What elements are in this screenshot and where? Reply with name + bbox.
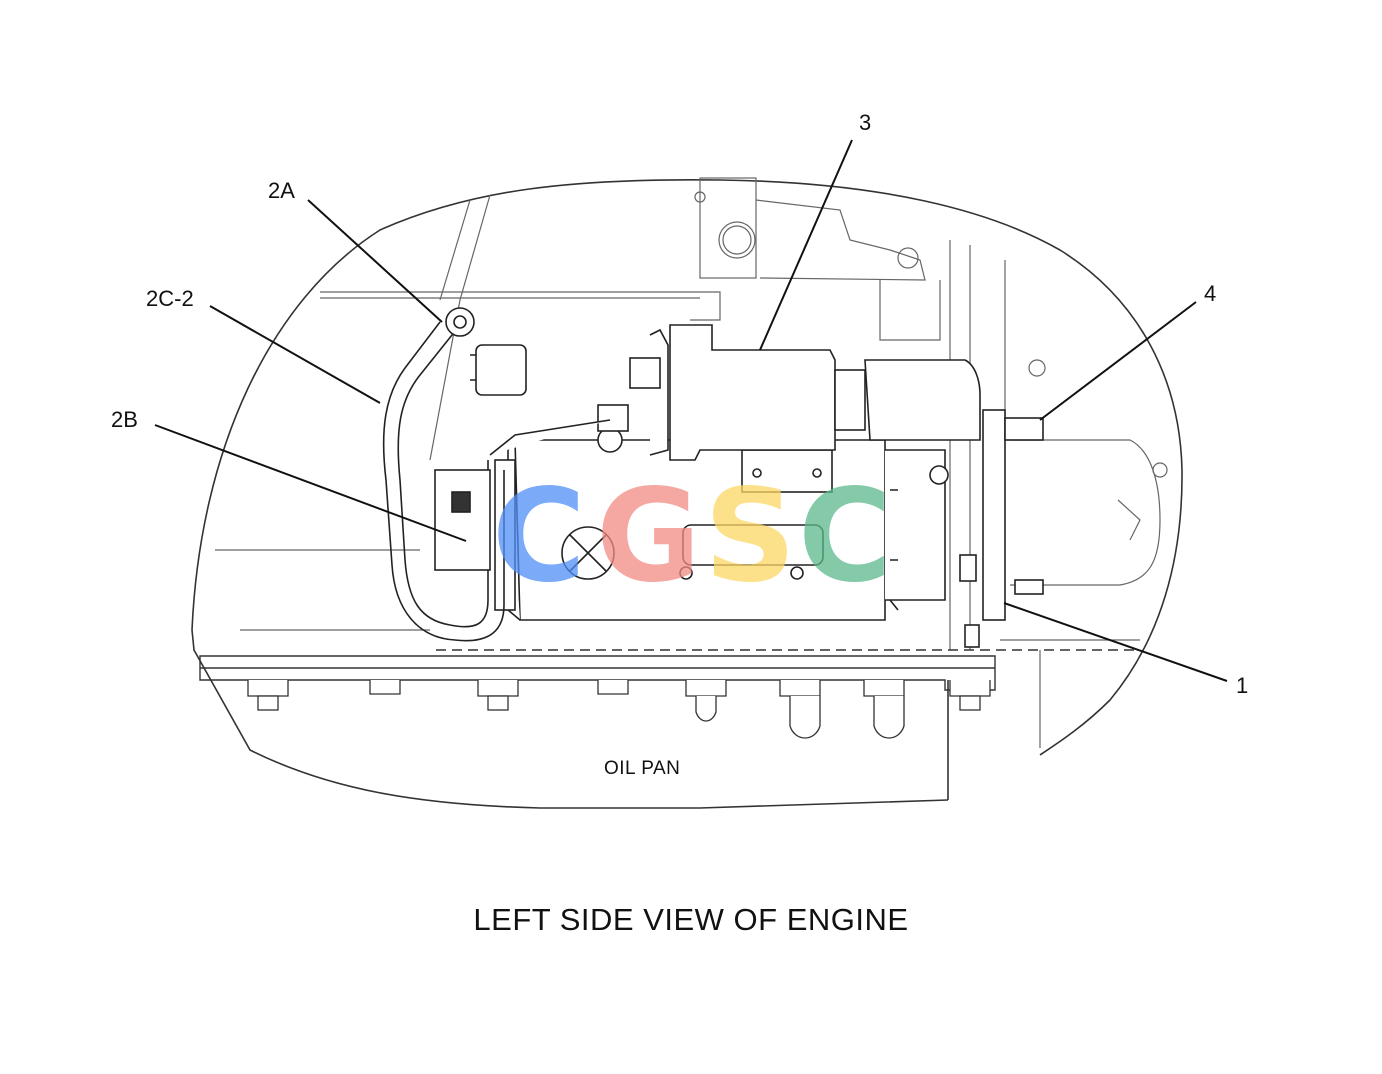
watermark-letter-2: G — [596, 462, 701, 611]
leader-2c2 — [209, 305, 381, 404]
watermark-letter-3: S — [704, 462, 796, 611]
watermark-letter-1: C — [492, 462, 586, 611]
engine-block-details — [215, 177, 1168, 748]
callout-2b: 2B — [111, 407, 138, 432]
callout-1: 1 — [1236, 673, 1248, 698]
callout-3: 3 — [859, 110, 871, 135]
callout-2c2: 2C-2 — [146, 286, 194, 311]
leader-4 — [1039, 301, 1197, 421]
starter-solenoid — [489, 324, 981, 461]
leader-1 — [1003, 602, 1228, 682]
engine-outline — [191, 179, 1183, 809]
watermark: C G S C — [492, 462, 892, 611]
watermark-letter-4: C — [798, 462, 892, 611]
starter-cable — [382, 307, 527, 642]
leader-lines — [154, 139, 1228, 682]
mounting-flange — [959, 409, 1044, 648]
callout-4: 4 — [1204, 281, 1216, 306]
oil-pan-bolts — [247, 680, 991, 739]
leader-3 — [759, 139, 853, 351]
oil-pan-label: OIL PAN — [604, 758, 680, 779]
leader-2a — [307, 199, 443, 323]
diagram-caption: LEFT SIDE VIEW OF ENGINE — [473, 902, 909, 937]
callout-2a: 2A — [268, 178, 295, 203]
leader-2b — [154, 424, 467, 542]
oil-pan-rail — [199, 649, 1140, 691]
